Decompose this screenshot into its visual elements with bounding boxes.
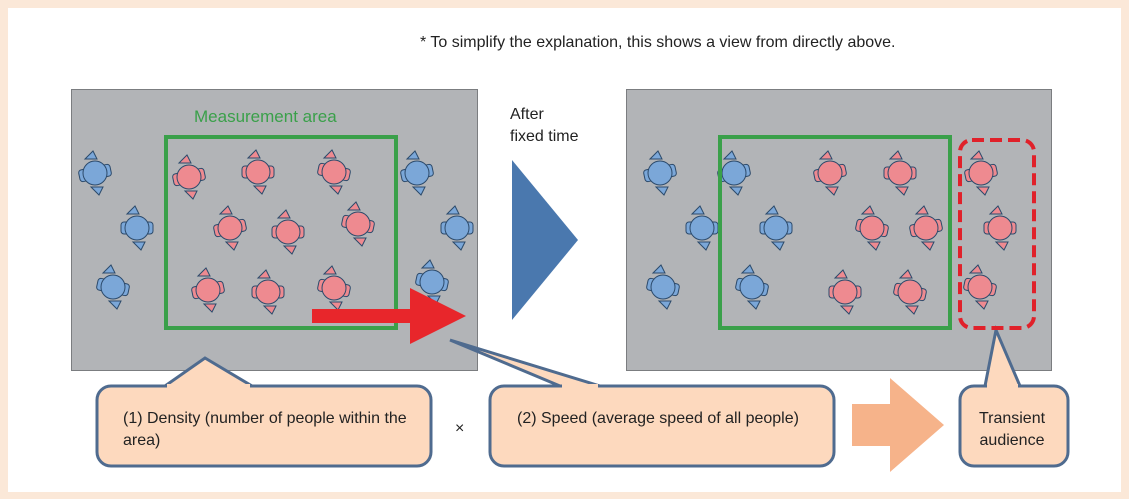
after-fixed-time-label: After fixed time: [510, 104, 578, 148]
measurement-area-box-after: [718, 135, 952, 330]
person-inside: [172, 154, 206, 200]
person-inside: [271, 209, 305, 255]
person-inside: [983, 205, 1017, 251]
person-outside: [120, 205, 154, 251]
person-inside: [241, 149, 275, 195]
person-outside: [759, 205, 793, 251]
person-outside: [717, 150, 751, 196]
person-inside: [883, 150, 917, 196]
person-inside: [828, 269, 862, 315]
measurement-area-box-before: [164, 135, 398, 330]
person-inside: [893, 269, 927, 315]
person-inside: [341, 201, 375, 247]
person-outside: [735, 264, 769, 310]
speed-callout-bubble: [449, 338, 836, 468]
person-inside: [813, 150, 847, 196]
person-outside: [440, 205, 474, 251]
person-outside: [400, 150, 434, 196]
person-inside: [191, 267, 225, 313]
person-outside: [643, 150, 677, 196]
after-label-line1: After: [510, 106, 544, 123]
person-inside: [317, 265, 351, 311]
person-inside: [909, 205, 943, 251]
result-arrow: [852, 378, 944, 472]
density-callout-text: (1) Density (number of people within the…: [123, 410, 407, 449]
transient-audience-callout-bubble: [958, 324, 1070, 468]
person-inside: [213, 205, 247, 251]
person-outside: [685, 205, 719, 251]
density-callout-bubble: [95, 356, 433, 468]
person-outside: [96, 264, 130, 310]
transient-audience-box: [958, 138, 1036, 330]
person-inside: [251, 269, 285, 315]
note-text: * To simplify the explanation, this show…: [420, 34, 896, 51]
person-outside: [78, 150, 112, 196]
person-inside: [963, 264, 997, 310]
after-label-line2: fixed time: [510, 128, 579, 145]
person-inside: [317, 149, 351, 195]
multiply-operator: ×: [455, 420, 465, 437]
transient-audience-text: Transient audience: [978, 410, 1046, 449]
person-inside: [855, 205, 889, 251]
person-inside: [964, 150, 998, 196]
speed-callout-text: (2) Speed (average speed of all people): [517, 410, 799, 427]
measurement-area-label: Measurement area: [194, 107, 337, 126]
motion-arrow: [312, 288, 466, 344]
transition-arrow: [512, 160, 578, 320]
person-outside: [646, 264, 680, 310]
